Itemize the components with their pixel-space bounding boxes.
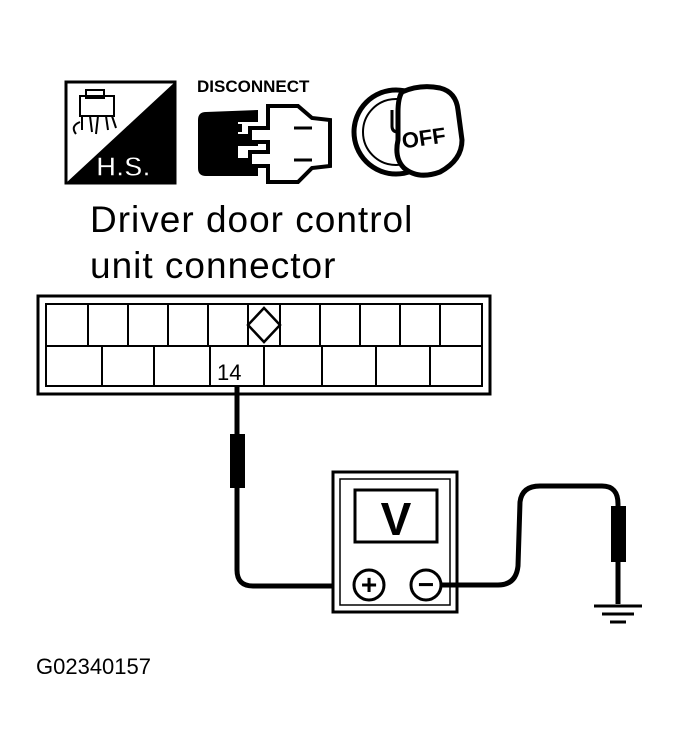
ignition-off-icon: OFF xyxy=(351,84,465,178)
voltmeter-display xyxy=(353,488,439,544)
positive-probe-lead xyxy=(230,386,350,589)
voltmeter-mode-label: V xyxy=(381,493,412,545)
connector-bottom-row xyxy=(101,346,431,386)
ignition-off-label: OFF xyxy=(400,123,447,154)
negative-jack-symbol: − xyxy=(418,569,434,600)
caption-line-1: Driver door control xyxy=(90,199,413,240)
disconnect-label: DISCONNECT xyxy=(197,77,310,96)
caption-line-2: unit connector xyxy=(90,245,336,286)
figure-code: G02340157 xyxy=(36,654,151,679)
terminal-label: 14 xyxy=(217,360,241,385)
hs-icon: H.S. xyxy=(64,80,177,185)
connector-body xyxy=(36,294,492,396)
connector-key xyxy=(246,306,282,344)
ground-icon xyxy=(594,604,642,624)
positive-jack-symbol: + xyxy=(361,569,377,600)
positive-jack xyxy=(352,568,386,602)
negative-probe-lead xyxy=(441,483,626,604)
hs-label: H.S. xyxy=(96,151,150,182)
voltmeter: V + − xyxy=(331,470,459,614)
disconnect-icon: DISCONNECT xyxy=(197,77,332,184)
